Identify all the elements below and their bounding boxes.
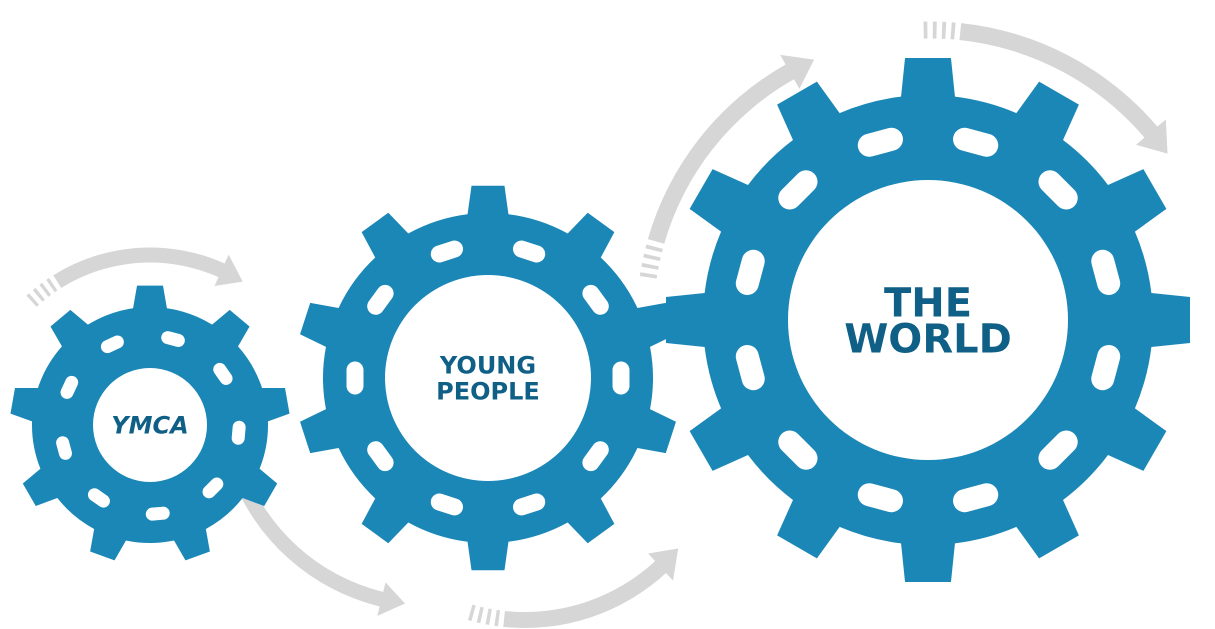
gear-the-world-slot xyxy=(953,127,999,157)
gear-the-world-slot xyxy=(735,249,765,295)
arrow-young-people-bottom-right-body xyxy=(503,548,679,628)
arrow-young-people-bottom-right-stripe xyxy=(494,609,501,627)
gear-young-people-slot xyxy=(430,493,464,516)
arrow-world-top-right-stripe xyxy=(950,22,956,40)
arrow-ymca-top-stripe xyxy=(39,282,52,297)
arrow-world-top-right-body xyxy=(959,23,1168,154)
gear-young-people-slot xyxy=(582,284,609,315)
arrow-ymca-top-stripe xyxy=(46,277,58,293)
gear-ymca-label-line: YMCA xyxy=(111,412,188,440)
arrow-world-top-left-body xyxy=(647,54,815,244)
arrow-world-top-right xyxy=(923,21,1168,154)
arrow-young-people-bottom-right-stripe xyxy=(485,608,492,625)
gear-ymca-slot xyxy=(60,375,79,399)
gear-young-people-hub xyxy=(385,275,591,481)
gear-the-world-label-line: WORLD xyxy=(844,316,1012,362)
gear-ymca-slot xyxy=(202,477,224,499)
arrow-ymca-top-stripe xyxy=(32,287,45,302)
arrow-world-top-right-stripe xyxy=(932,21,937,39)
gear-young-people-label-line: PEOPLE xyxy=(436,378,540,406)
gear-ymca-slot xyxy=(87,488,110,508)
arrow-world-top-right-stripe xyxy=(941,21,947,39)
arrow-world-top-right-stripe xyxy=(923,21,928,39)
gear-the-world-slot xyxy=(1038,170,1078,210)
gear-young-people-slot xyxy=(612,361,630,395)
gear-young-people-slot xyxy=(346,361,364,395)
arrow-world-top-left-stripe xyxy=(645,244,663,253)
gear-the-world-hub xyxy=(788,180,1068,460)
arrow-ymca-top-body xyxy=(53,247,243,288)
gear-the-world-label-line: THE xyxy=(884,280,972,326)
gear-ymca-slot xyxy=(231,420,246,445)
gear-the-world-slot xyxy=(778,430,818,470)
gear-young-people-slot xyxy=(512,240,546,263)
gear-the-world-slot xyxy=(857,483,903,513)
gear-ymca-slot xyxy=(145,506,170,521)
arrow-ymca-top xyxy=(26,247,243,307)
gear-the-world-slot xyxy=(1038,430,1078,470)
gear-ymca: YMCA xyxy=(10,285,290,561)
gear-ymca-slot xyxy=(56,436,72,460)
arrow-world-top-left xyxy=(639,54,815,279)
gear-ymca-slot xyxy=(100,335,124,354)
arrow-young-people-bottom-right-stripe xyxy=(476,606,484,624)
gear-ymca-slot xyxy=(213,362,233,385)
arrow-world-top-left-stripe xyxy=(641,262,659,270)
gear-young-people-slot xyxy=(512,493,546,516)
gear-the-world-slot xyxy=(778,170,818,210)
gear-ymca-label: YMCA xyxy=(111,412,188,440)
gear-young-people-slot xyxy=(582,441,609,472)
gear-the-world-slot xyxy=(735,345,765,391)
gear-young-people-label-line: YOUNG xyxy=(439,352,536,380)
gear-young-people-slot xyxy=(367,284,394,315)
gear-the-world-slot xyxy=(1091,345,1121,391)
gear-the-world-slot xyxy=(1091,249,1121,295)
arrow-ymca-top-stripe xyxy=(26,293,39,307)
gear-the-world-slot xyxy=(857,127,903,157)
gear-ymca-slot xyxy=(161,331,185,347)
gear-the-world-slot xyxy=(953,483,999,513)
gear-young-people-slot xyxy=(430,240,464,263)
arrow-young-people-bottom-right-stripe xyxy=(468,604,476,622)
arrow-young-people-bottom-right xyxy=(468,548,679,628)
gear-young-people-slot xyxy=(367,441,394,472)
gear-ymca-hub xyxy=(93,368,207,482)
arrow-world-top-left-stripe xyxy=(639,272,658,279)
arrow-world-top-left-stripe xyxy=(643,253,661,262)
